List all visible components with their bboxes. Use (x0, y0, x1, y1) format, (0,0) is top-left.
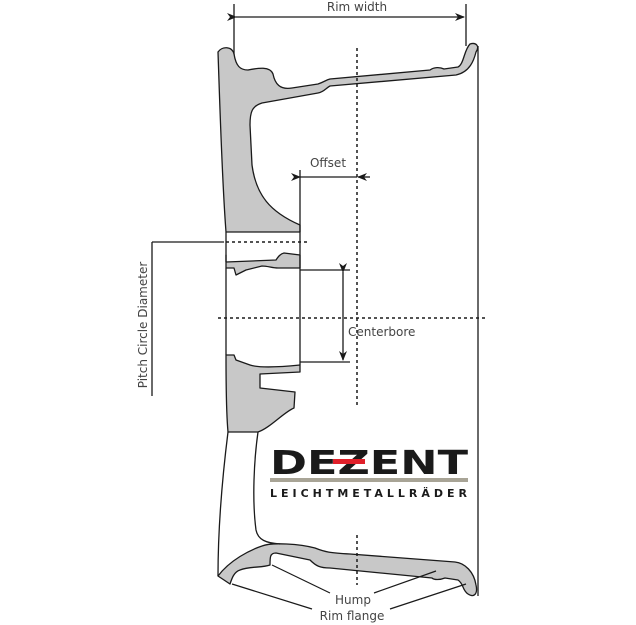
pitch-circle-dimension (151, 241, 224, 396)
rim-flange-label: Rim flange (320, 609, 385, 623)
hump-label: Hump (335, 593, 371, 607)
dezent-logo: DEZENT LEICHTMETALLRÄDER (270, 443, 469, 500)
rim-width-label: Rim width (327, 0, 387, 14)
pitch-circle-diameter-label: Pitch Circle Diameter (136, 262, 150, 389)
leader-lines (231, 564, 467, 610)
wheel-profile (217, 42, 479, 597)
wheel-outline (217, 46, 479, 596)
center-lines (218, 48, 487, 585)
offset-label: Offset (310, 156, 346, 170)
svg-text:LEICHTMETALLRÄDER: LEICHTMETALLRÄDER (270, 486, 468, 500)
centerbore-label: Centerbore (348, 325, 415, 339)
centerbore-dimension (300, 263, 350, 363)
svg-text:DEZENT: DEZENT (270, 443, 469, 482)
rim-width-dimension (227, 4, 467, 56)
